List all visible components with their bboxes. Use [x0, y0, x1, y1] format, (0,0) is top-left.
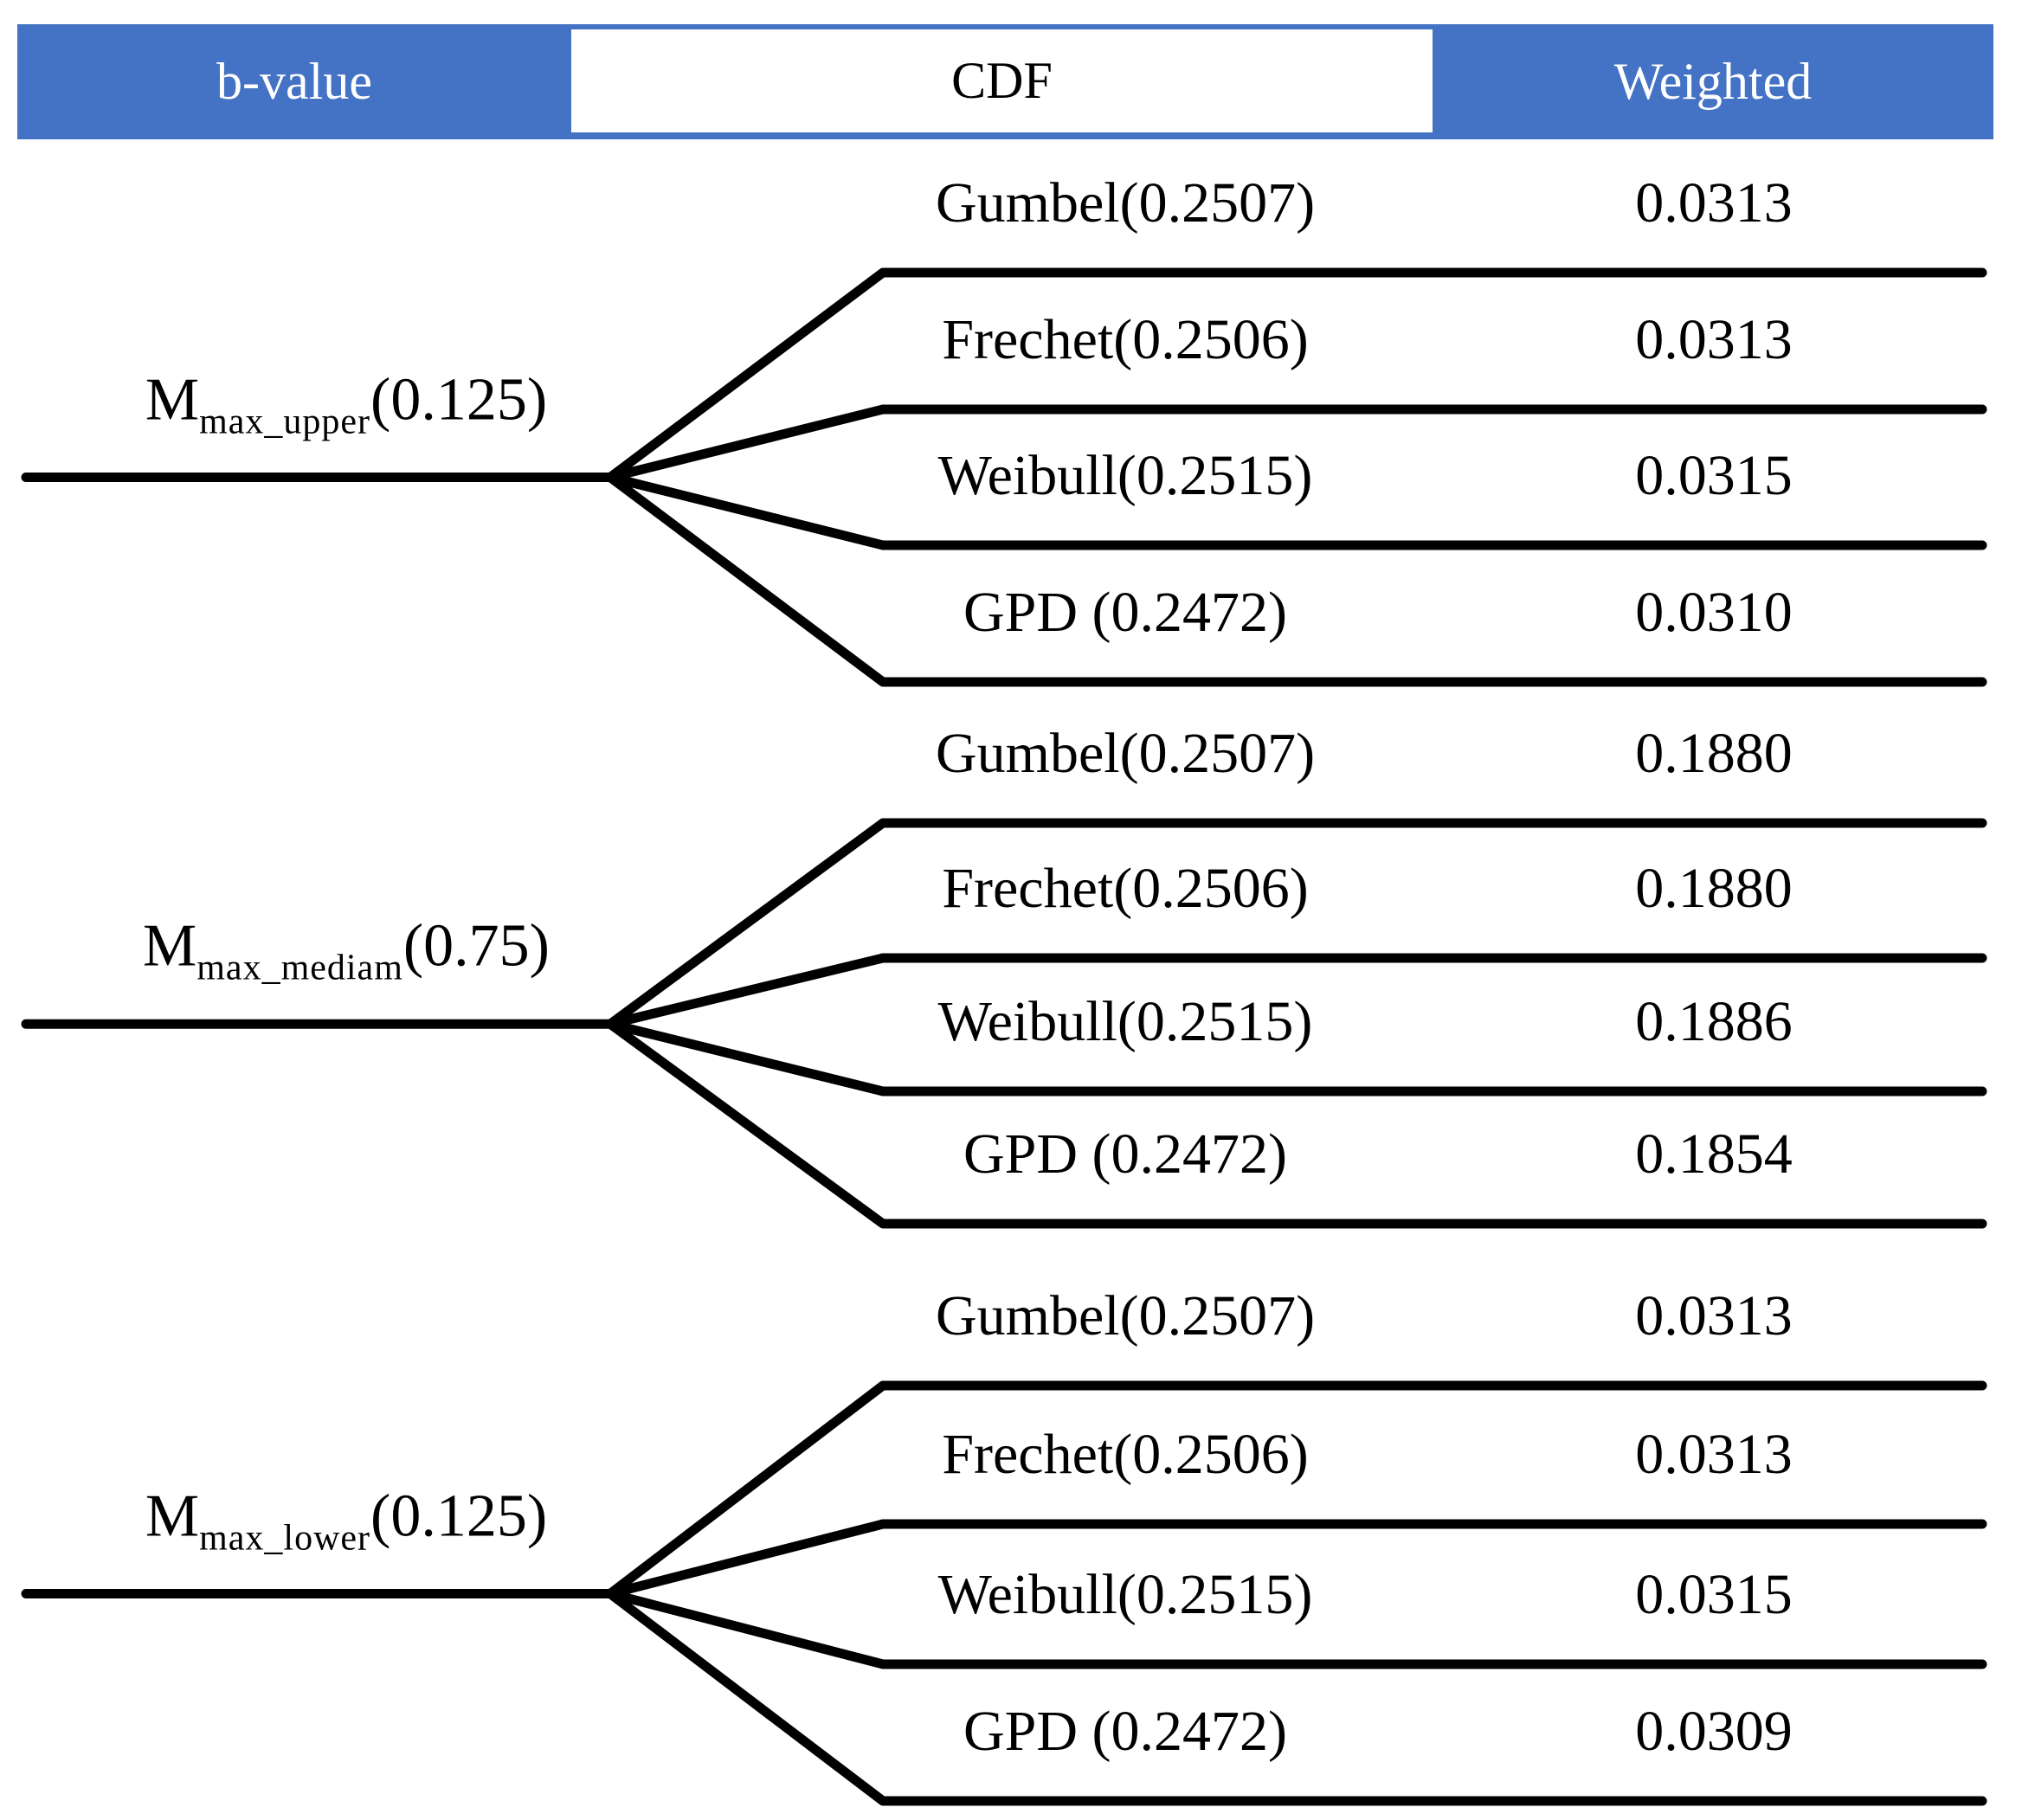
header-cell-cdf: CDF [571, 24, 1433, 139]
weighted-value: 0.0310 [1635, 581, 1793, 644]
b-value-node-label: Mmax_lower(0.125) [145, 1482, 547, 1559]
weighted-value: 0.1880 [1635, 722, 1793, 785]
cdf-branch-label: GPD (0.2472) [963, 581, 1287, 644]
cdf-branch-label: Gumbel(0.2507) [935, 1284, 1316, 1347]
b-value-node-label: Mmax_mediam(0.75) [143, 912, 550, 989]
cdf-branch-label: Frechet(0.2506) [942, 308, 1309, 371]
branch-line [605, 473, 1987, 550]
node-label-subscript: max_mediam [196, 948, 403, 988]
node-label-weight: (0.125) [370, 366, 548, 433]
weighted-value: 0.0313 [1635, 1284, 1793, 1347]
weighted-value: 0.1854 [1635, 1122, 1793, 1186]
node-label-subscript: max_upper [199, 402, 371, 441]
branch-line [605, 1019, 1987, 1097]
branch-line [605, 267, 1987, 482]
header-label-cdf: CDF [951, 52, 1053, 109]
cdf-branch-label: Frechet(0.2506) [942, 1423, 1309, 1486]
weighted-value: 0.0313 [1635, 308, 1793, 371]
branch-line [605, 818, 1987, 1029]
weighted-value: 0.0309 [1635, 1700, 1793, 1763]
weighted-value: 0.0313 [1635, 1423, 1793, 1486]
cdf-branch-label: Frechet(0.2506) [942, 857, 1309, 920]
weighted-value: 0.1886 [1635, 990, 1793, 1053]
weighted-value: 0.0315 [1635, 444, 1793, 507]
header-label-b-value: b-value [216, 53, 372, 110]
weighted-value: 0.0313 [1635, 171, 1793, 235]
cdf-branch-label: GPD (0.2472) [963, 1700, 1287, 1763]
branch-line [605, 1589, 1987, 1806]
weighted-value: 0.1880 [1635, 857, 1793, 920]
cdf-branch-label: Weibull(0.2515) [937, 1563, 1313, 1626]
cdf-branch-label: GPD (0.2472) [963, 1122, 1287, 1186]
node-label-subscript: max_lower [199, 1518, 371, 1558]
branch-line [605, 404, 1987, 482]
node-label-weight: (0.75) [402, 912, 550, 980]
branch-line [605, 1519, 1987, 1598]
header-cell-weighted: Weighted [1433, 24, 1993, 139]
b-value-node-label: Mmax_upper(0.125) [145, 365, 547, 442]
node-label-weight: (0.125) [370, 1482, 548, 1549]
node-label-main: M [145, 366, 200, 433]
branch-line [605, 1019, 1987, 1229]
weighted-value: 0.0315 [1635, 1563, 1793, 1626]
cdf-branch-label: Gumbel(0.2507) [935, 171, 1316, 235]
branch-line [605, 953, 1987, 1029]
branch-line [605, 1380, 1987, 1598]
header-cell-b-value: b-value [17, 24, 571, 139]
branch-line [605, 1589, 1987, 1669]
node-label-main: M [143, 912, 197, 980]
header-label-weighted: Weighted [1613, 53, 1813, 110]
cdf-branch-label: Weibull(0.2515) [937, 990, 1313, 1053]
cdf-branch-label: Gumbel(0.2507) [935, 722, 1316, 785]
cdf-branch-label: Weibull(0.2515) [937, 444, 1313, 507]
branch-line [605, 473, 1987, 687]
node-label-main: M [145, 1482, 200, 1549]
